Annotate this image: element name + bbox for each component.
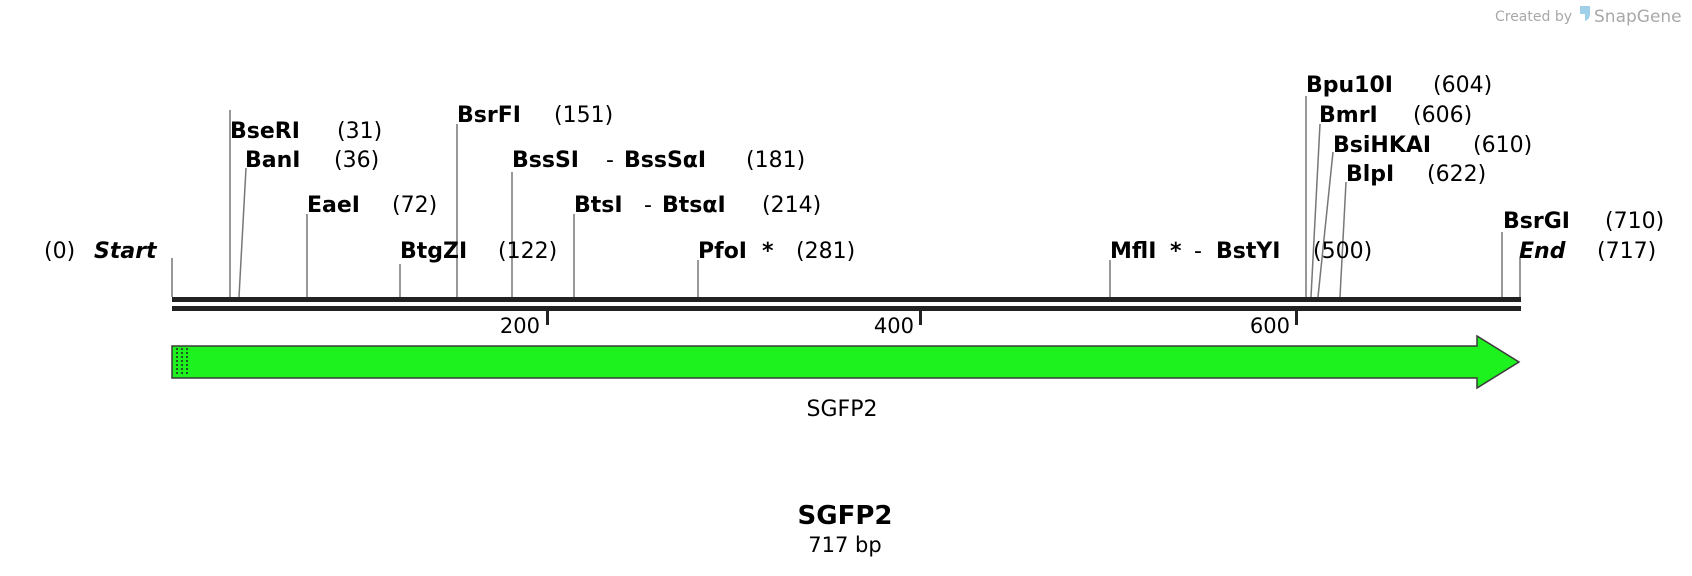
site-bseri[interactable]: BseRI (31) xyxy=(230,119,382,144)
site-bmri[interactable]: BmrI (606) xyxy=(1319,103,1472,128)
site-blpi[interactable]: BlpI (622) xyxy=(1346,162,1486,187)
site-name: BsrFI xyxy=(457,103,521,128)
sequence-length: 717 bp xyxy=(808,533,881,557)
site-position: (31) xyxy=(337,119,382,144)
site-bsihkai[interactable]: BsiHKAI (610) xyxy=(1333,133,1532,158)
top-strand xyxy=(172,297,1521,302)
site-name-2: BstYI xyxy=(1216,239,1281,264)
site-position: (281) xyxy=(796,239,855,264)
ruler-tick-600 xyxy=(1295,311,1298,325)
site-name-2: BtsαI xyxy=(662,193,726,218)
site-leader-lines xyxy=(171,96,1521,298)
site-position: (606) xyxy=(1413,103,1472,128)
ruler-tick-200 xyxy=(546,311,549,325)
site-name-2: BssSαI xyxy=(624,148,706,173)
site-bani[interactable]: BanI (36) xyxy=(245,148,379,173)
leader-bsihkai xyxy=(1317,151,1334,298)
site-position: (604) xyxy=(1433,73,1492,98)
leader-bmri xyxy=(1310,123,1321,298)
feature-label: SGFP2 xyxy=(807,397,878,422)
site-pfoi[interactable]: PfoI * (281) xyxy=(698,239,855,264)
svg-text:-: - xyxy=(1194,239,1202,264)
site-name: BtsI xyxy=(574,193,623,218)
site-position: (122) xyxy=(498,239,557,264)
feature-start-hatch xyxy=(176,348,188,376)
ruler-label-200: 200 xyxy=(500,314,540,338)
ruler-label-600: 600 xyxy=(1250,314,1290,338)
site-name: BseRI xyxy=(230,119,300,144)
created-by-text: Created by xyxy=(1495,9,1572,25)
snapgene-logo-icon xyxy=(1580,6,1590,21)
svg-text:-: - xyxy=(606,148,614,173)
site-name: BlpI xyxy=(1346,162,1394,187)
site-btsi[interactable]: BtsI - BtsαI (214) xyxy=(574,193,821,218)
site-name: Bpu10I xyxy=(1306,73,1393,98)
site-bsrfi[interactable]: BsrFI (151) xyxy=(457,103,613,128)
site-btgzi[interactable]: BtgZI (122) xyxy=(400,239,557,264)
svg-text:-: - xyxy=(644,193,652,218)
snapgene-brand-text: SnapGene xyxy=(1594,7,1682,27)
site-name: BanI xyxy=(245,148,300,173)
site-star: * xyxy=(1170,239,1182,264)
start-label: Start xyxy=(94,239,158,264)
site-name: EaeI xyxy=(307,193,360,218)
site-position: (36) xyxy=(334,148,379,173)
bottom-strand xyxy=(172,306,1521,311)
site-bsssi[interactable]: BssSI - BssSαI (181) xyxy=(512,148,805,173)
start-position: (0) xyxy=(44,239,75,264)
end-label: End xyxy=(1519,239,1566,264)
site-star: * xyxy=(762,239,774,264)
site-position: (710) xyxy=(1605,209,1664,234)
end-position: (717) xyxy=(1597,239,1656,264)
site-position: (214) xyxy=(762,193,821,218)
site-name: BmrI xyxy=(1319,103,1378,128)
site-bpu10i[interactable]: Bpu10I (604) xyxy=(1306,73,1492,98)
site-name: BtgZI xyxy=(400,239,467,264)
site-eaei[interactable]: EaeI (72) xyxy=(307,193,437,218)
site-bsrgi[interactable]: BsrGI (710) xyxy=(1503,209,1664,234)
site-position: (622) xyxy=(1427,162,1486,187)
leader-blpi xyxy=(1339,181,1347,298)
site-name: BssSI xyxy=(512,148,579,173)
sequence-title: SGFP2 xyxy=(798,501,893,531)
site-position: (500) xyxy=(1313,239,1372,264)
site-position: (181) xyxy=(746,148,805,173)
sgfp2-feature-arrow[interactable] xyxy=(171,334,1521,390)
leader-bani xyxy=(238,167,247,298)
site-position: (610) xyxy=(1473,133,1532,158)
site-name: MflI xyxy=(1110,239,1156,264)
ruler-tick-400 xyxy=(919,311,922,325)
site-name: PfoI xyxy=(698,239,747,264)
ruler-label-400: 400 xyxy=(874,314,914,338)
site-name: BsiHKAI xyxy=(1333,133,1431,158)
site-position: (72) xyxy=(392,193,437,218)
site-mfli[interactable]: MflI * - BstYI (500) xyxy=(1110,239,1372,264)
site-name: BsrGI xyxy=(1503,209,1570,234)
site-position: (151) xyxy=(554,103,613,128)
